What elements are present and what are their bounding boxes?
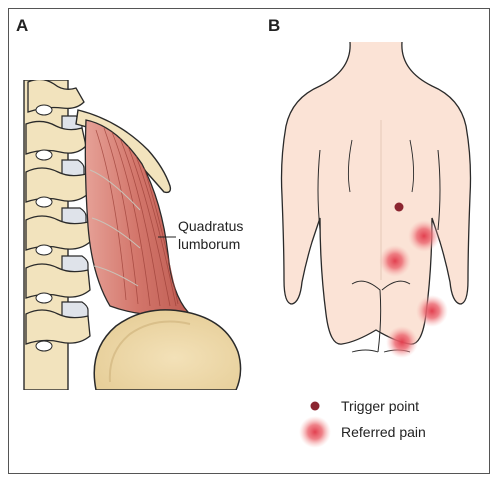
referred-pain-zone: [379, 245, 411, 277]
legend-trigger-marker: [310, 401, 320, 411]
referred-pain-zone: [416, 295, 448, 327]
muscle-label-line2: lumborum: [178, 236, 241, 252]
legend-referred-marker: [299, 416, 331, 448]
muscle-label-line1: Quadratus: [178, 218, 244, 234]
trigger-point: [394, 202, 404, 212]
back-silhouette: [280, 41, 472, 345]
legend-trigger-label: Trigger point: [341, 398, 420, 414]
referred-pain-zone: [386, 326, 418, 358]
gluteal-outline: [351, 280, 382, 353]
iliac-crest: [93, 309, 242, 390]
referred-pain-zone: [408, 220, 440, 252]
panel-a-label: A: [16, 16, 29, 35]
muscle-fibers: [95, 127, 179, 307]
panel-b-label: B: [268, 16, 281, 35]
legend-referred-label: Referred pain: [341, 424, 426, 440]
vertebrae: [25, 80, 91, 345]
